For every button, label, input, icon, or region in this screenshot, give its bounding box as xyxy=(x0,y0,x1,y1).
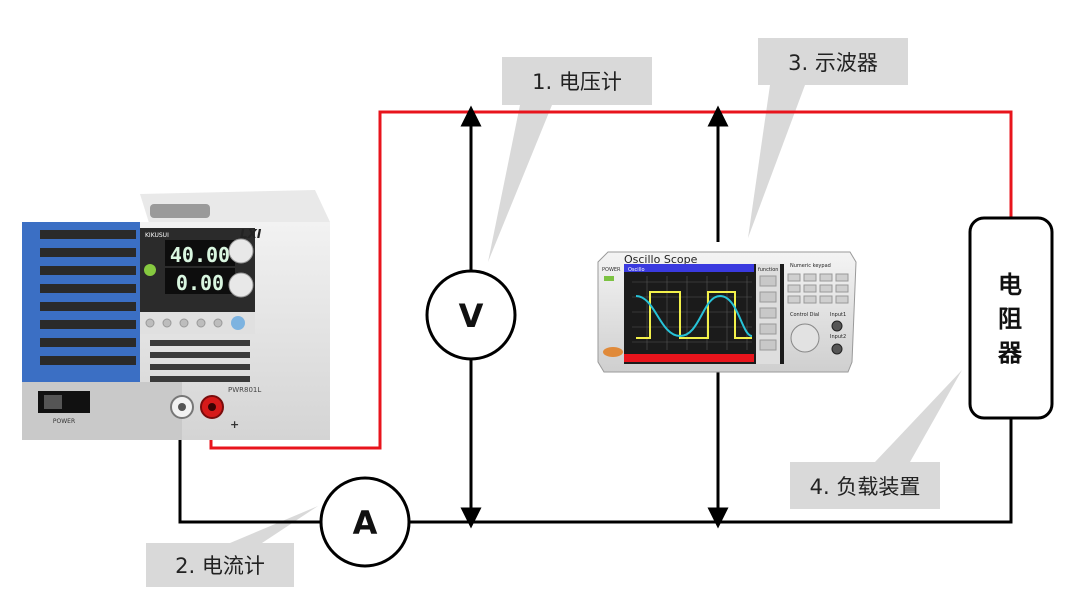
resistor-char-2: 阻 xyxy=(998,305,1022,333)
scope-screen-label: Oscillo xyxy=(628,267,645,273)
scope-title: Oscillo Scope xyxy=(624,253,698,266)
scope-function-label: function xyxy=(758,267,778,273)
sine-wave-trace xyxy=(635,294,753,338)
psu-brand: KIKUSUI xyxy=(145,232,169,239)
load-callout-pointer xyxy=(875,370,962,462)
scope-input1-label: Input1 xyxy=(830,312,846,318)
load-callout: 4. 负载装置 xyxy=(790,462,940,509)
output-led xyxy=(144,264,156,276)
voltage-knob xyxy=(228,238,254,264)
voltmeter-symbol: V xyxy=(459,297,484,335)
ammeter-callout: 2. 电流计 xyxy=(146,543,294,587)
current-knob xyxy=(228,272,254,298)
voltmeter-callout-pointer xyxy=(488,105,552,262)
dc-power-supply: POWER KIKUSUI 40.00 0.00 LXI PWR801L xyxy=(22,190,330,440)
oscilloscope-callout: 3. 示波器 xyxy=(758,38,908,85)
psu-model: PWR801L xyxy=(228,386,261,394)
scope-input2-label: Input2 xyxy=(830,334,846,340)
scope-callout-pointer xyxy=(748,85,805,238)
square-wave-trace xyxy=(636,291,752,339)
control-dial xyxy=(790,323,820,353)
scope-dial-label: Control Dial xyxy=(790,312,819,318)
current-display: 0.00 xyxy=(176,271,224,295)
oscilloscope: Oscillo Scope POWER Oscillo function Num… xyxy=(597,251,857,373)
scope-power-indicator xyxy=(604,276,614,281)
resistor-label: 电 阻 器 xyxy=(972,268,1048,370)
voltage-display: 40.00 xyxy=(170,243,230,267)
return-wire xyxy=(178,410,1013,524)
lxi-logo: LXI xyxy=(240,227,262,241)
resistor-char-3: 器 xyxy=(998,339,1022,367)
resistor-box xyxy=(968,216,1054,420)
scope-keypad-label: Numeric keypad xyxy=(790,263,831,269)
voltmeter-callout: 1. 电压计 xyxy=(502,57,652,105)
psu-power-label: POWER xyxy=(53,418,75,425)
ammeter-symbol: A xyxy=(353,504,378,542)
resistor-char-1: 电 xyxy=(998,271,1022,299)
input1-jack xyxy=(831,320,843,332)
svg-text:+: + xyxy=(230,418,239,431)
live-wire xyxy=(209,110,1013,450)
input2-jack xyxy=(831,343,843,355)
ammeter xyxy=(319,476,411,568)
ammeter-callout-pointer xyxy=(230,506,318,543)
scope-power-button xyxy=(603,347,623,357)
scope-power-label: POWER xyxy=(602,267,621,273)
voltmeter xyxy=(425,269,517,361)
